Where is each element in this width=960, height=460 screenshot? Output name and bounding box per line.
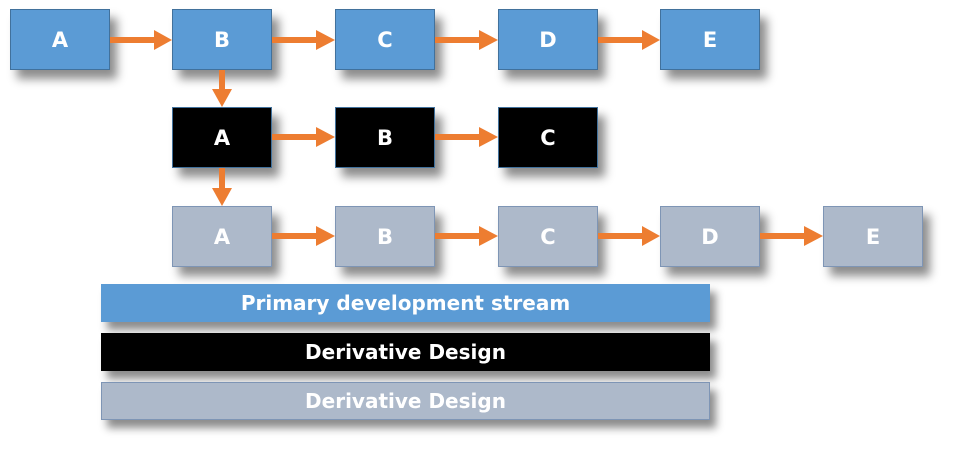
derivative2-node-d: D	[660, 206, 760, 267]
arrow-derivative2-b-c	[435, 226, 498, 246]
primary-node-d: D	[498, 9, 598, 70]
arrow-primary-b-c	[272, 30, 335, 50]
arrow-primary-c-d	[435, 30, 498, 50]
arrow-derivative2-d-e	[760, 226, 823, 246]
derivative2-node-e: E	[823, 206, 923, 267]
derivative2-node-c: C	[498, 206, 598, 267]
primary-node-c: C	[335, 9, 435, 70]
derivative1-node-b: B	[335, 107, 435, 168]
arrow-derivative1-a-b	[272, 127, 335, 147]
derivative2-node-a: A	[172, 206, 272, 267]
derivative2-node-b: B	[335, 206, 435, 267]
arrow-branch-a-to-derivative2	[212, 168, 232, 206]
legend-primary-stream: Primary development stream	[101, 284, 710, 322]
derivative1-node-c: C	[498, 107, 598, 168]
primary-node-e: E	[660, 9, 760, 70]
legend-derivative-design-1: Derivative Design	[101, 333, 710, 371]
arrow-derivative2-a-b	[272, 226, 335, 246]
primary-node-b: B	[172, 9, 272, 70]
arrow-primary-d-e	[598, 30, 660, 50]
primary-node-a: A	[10, 9, 110, 70]
arrow-derivative1-b-c	[435, 127, 498, 147]
arrow-branch-b-to-derivative1	[212, 70, 232, 107]
legend-derivative-design-2: Derivative Design	[101, 382, 710, 420]
arrow-primary-a-b	[110, 30, 172, 50]
arrow-derivative2-c-d	[598, 226, 660, 246]
derivative1-node-a: A	[172, 107, 272, 168]
